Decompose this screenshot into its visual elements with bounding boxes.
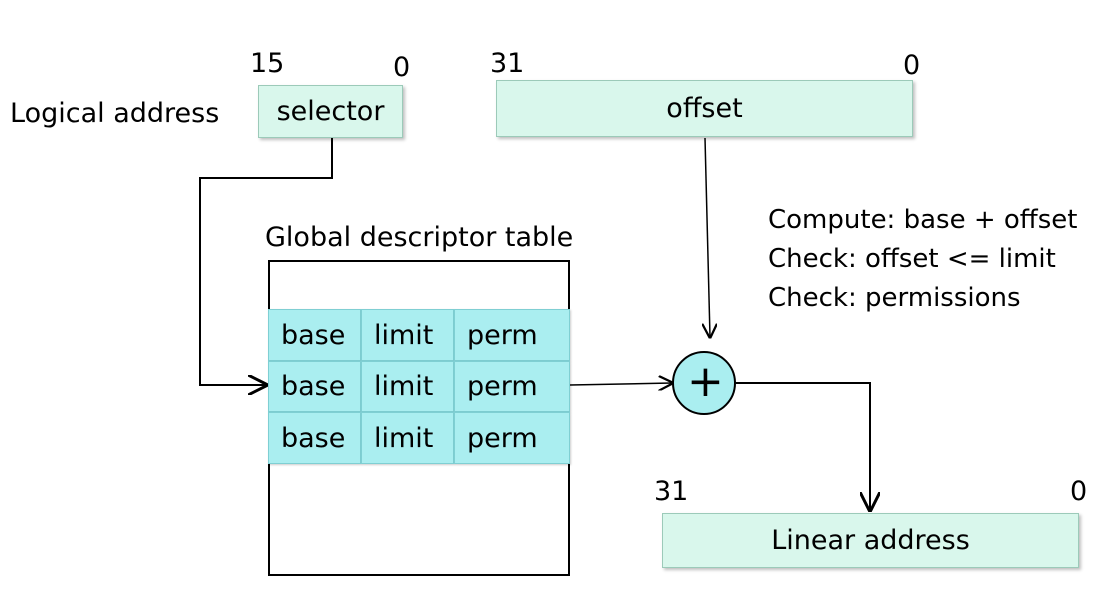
offset-bit-high: 31: [490, 48, 525, 79]
selector-bit-high: 15: [250, 48, 285, 79]
gdt-limit-cell: limit: [361, 412, 454, 464]
linear-bit-low: 0: [1070, 476, 1088, 507]
selector-field: selector: [258, 85, 403, 138]
note-check-permissions: Check: permissions: [768, 283, 1021, 313]
gdt-to-adder-arrow: [569, 383, 672, 385]
offset-field: offset: [496, 80, 913, 137]
selector-to-gdt-arrow: [199, 138, 333, 385]
linear-bit-high: 31: [654, 476, 689, 507]
selector-bit-low: 0: [393, 52, 411, 83]
adder-symbol: +: [687, 356, 724, 407]
adder-circle: [672, 351, 736, 415]
gdt-perm-cell: perm: [454, 412, 570, 464]
linear-address-field: Linear address: [662, 513, 1079, 568]
offset-to-adder-arrow: [705, 137, 710, 337]
gdt-title: Global descriptor table: [265, 222, 574, 253]
note-check-limit: Check: offset <= limit: [768, 244, 1056, 274]
gdt-base-cell: base: [268, 412, 361, 464]
note-compute: Compute: base + offset: [768, 205, 1078, 235]
gdt-base-cell: base: [268, 361, 361, 412]
gdt-perm-cell: perm: [454, 309, 570, 361]
gdt-perm-cell: perm: [454, 361, 570, 412]
logical-address-label: Logical address: [10, 98, 220, 129]
adder-to-linear-arrow: [736, 382, 870, 510]
gdt-limit-cell: limit: [361, 309, 454, 361]
offset-bit-low: 0: [903, 50, 921, 81]
gdt-limit-cell: limit: [361, 361, 454, 412]
gdt-base-cell: base: [268, 309, 361, 361]
